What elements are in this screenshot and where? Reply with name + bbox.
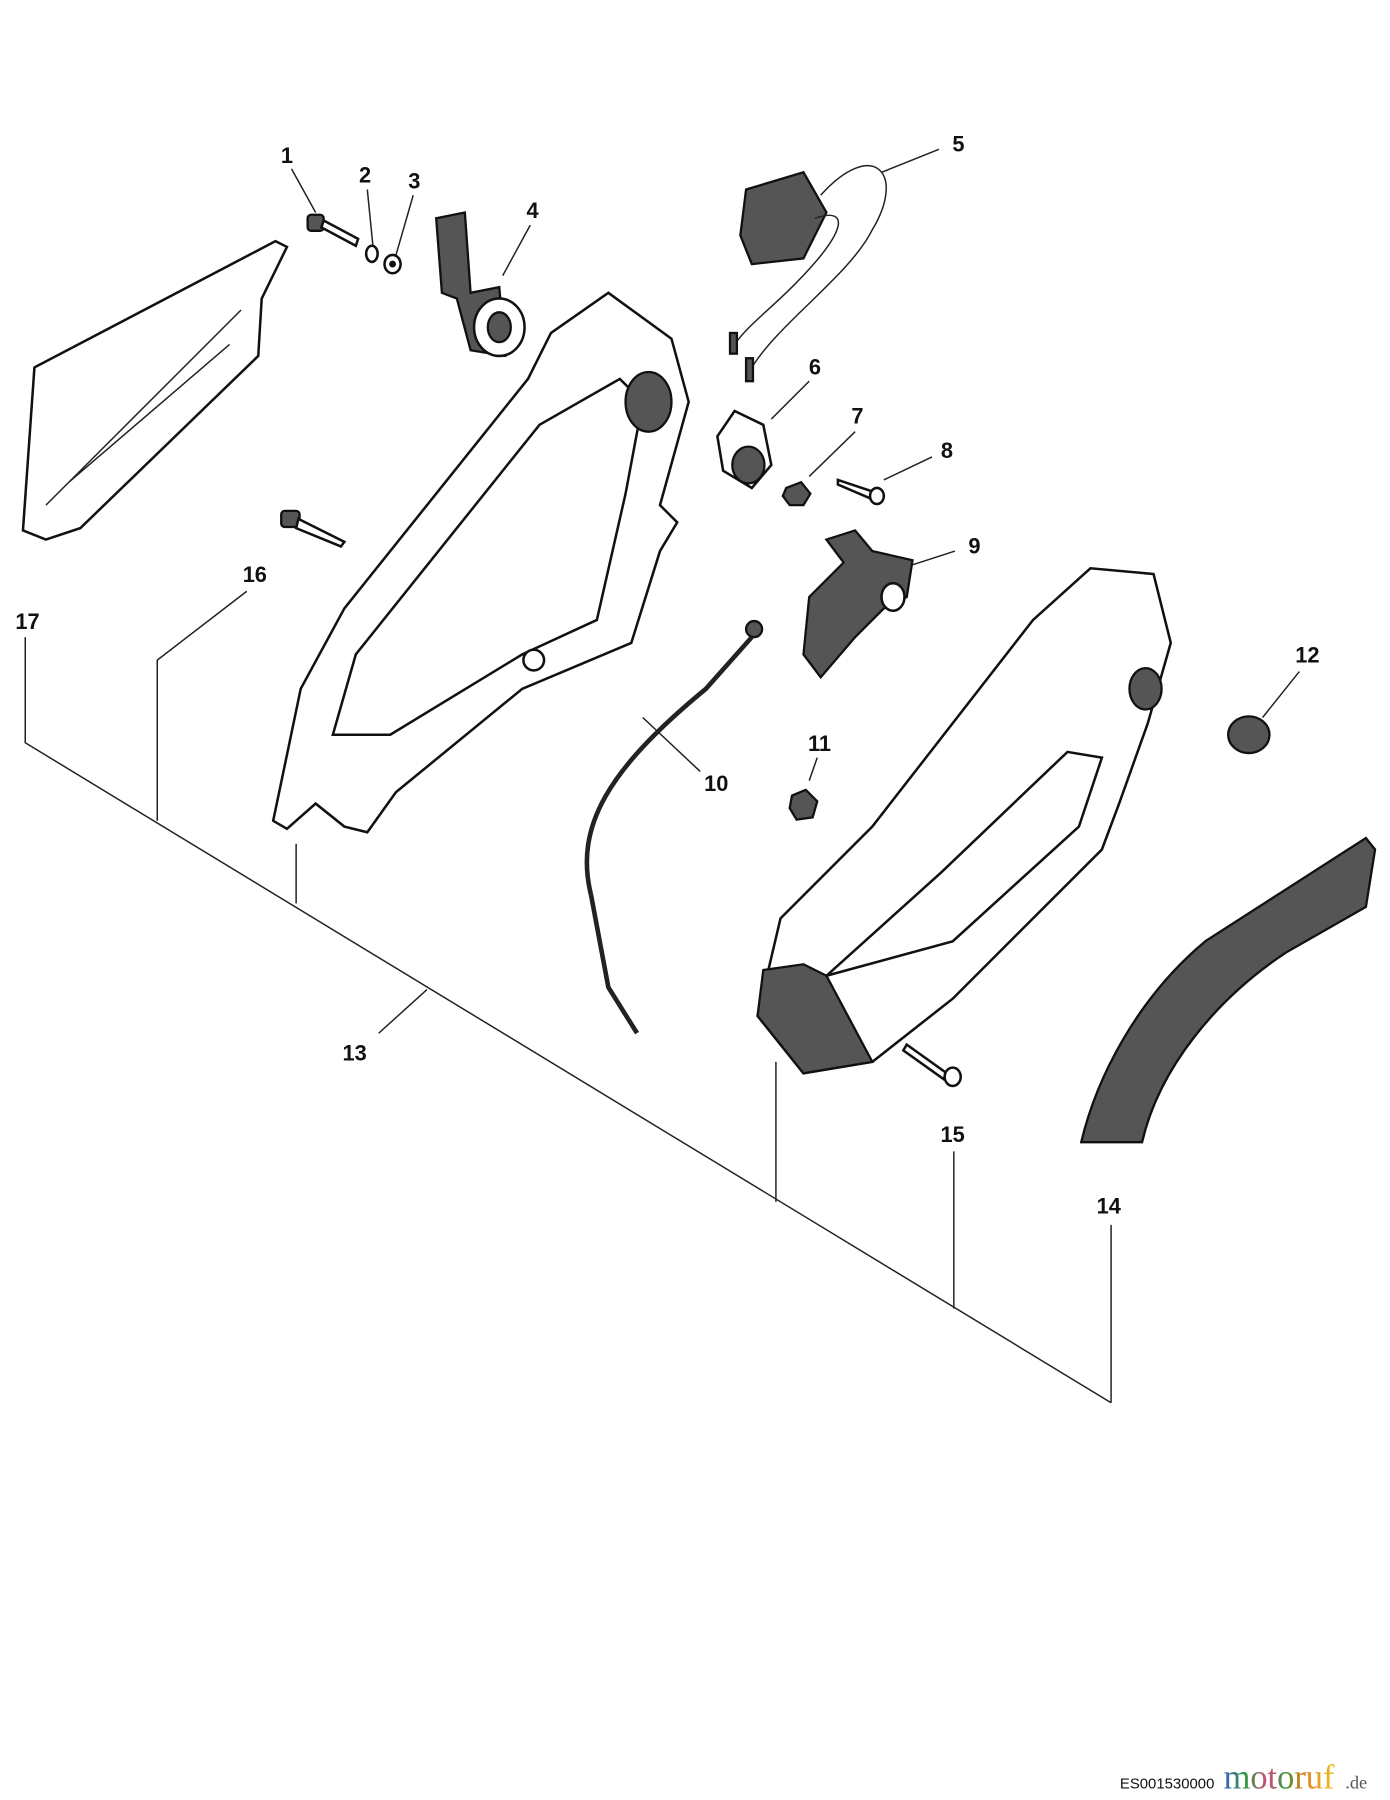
callout-8: 8	[941, 438, 953, 463]
callout-7: 7	[851, 404, 863, 429]
callout-9: 9	[968, 533, 980, 558]
part-3-washer	[383, 253, 402, 275]
callout-1: 1	[281, 143, 293, 168]
watermark-suffix: .de	[1345, 1772, 1367, 1792]
part-7-nut	[781, 480, 812, 507]
part-16-screw	[280, 509, 347, 549]
callout-6: 6	[809, 354, 821, 379]
callout-15: 15	[941, 1122, 965, 1147]
leader-lines	[24, 148, 1300, 1404]
callout-labels: 1 2 3 4 5 6 7 8 9 10 11 12 13 14 15 16 1…	[15, 132, 1319, 1219]
motoruf-watermark-logo: motoruf .de	[1224, 1758, 1368, 1796]
part-12-cap	[1227, 715, 1271, 755]
part-1-bolt	[306, 213, 360, 248]
callout-5: 5	[952, 132, 964, 157]
callout-3: 3	[408, 168, 420, 193]
part-4-lever	[434, 211, 526, 358]
watermark-brand: motoruf	[1224, 1758, 1335, 1796]
part-14-grip	[1079, 836, 1377, 1144]
callout-13: 13	[343, 1041, 367, 1066]
callout-14: 14	[1097, 1193, 1121, 1218]
part-5-switch	[728, 165, 887, 383]
part-13-handle-frame	[271, 291, 690, 834]
part-2-spring-washer	[364, 244, 379, 264]
part-15-screw	[901, 1042, 962, 1088]
callout-16: 16	[243, 562, 267, 587]
drawing-code: ES001530000	[1120, 1775, 1215, 1792]
part-9-throttle-trigger	[802, 529, 914, 680]
callout-12: 12	[1295, 642, 1319, 667]
part-6-pulley	[716, 409, 773, 490]
part-handle-cover	[756, 566, 1173, 1075]
callout-2: 2	[359, 163, 371, 188]
callout-17: 17	[15, 609, 39, 634]
part-8-screw	[836, 478, 886, 506]
callout-4: 4	[527, 198, 539, 223]
part-17-guard-strip	[21, 239, 289, 541]
part-10-throttle-cable	[584, 619, 764, 1035]
part-11-nut	[788, 788, 819, 821]
callout-11: 11	[808, 731, 831, 756]
callout-10: 10	[704, 771, 728, 796]
